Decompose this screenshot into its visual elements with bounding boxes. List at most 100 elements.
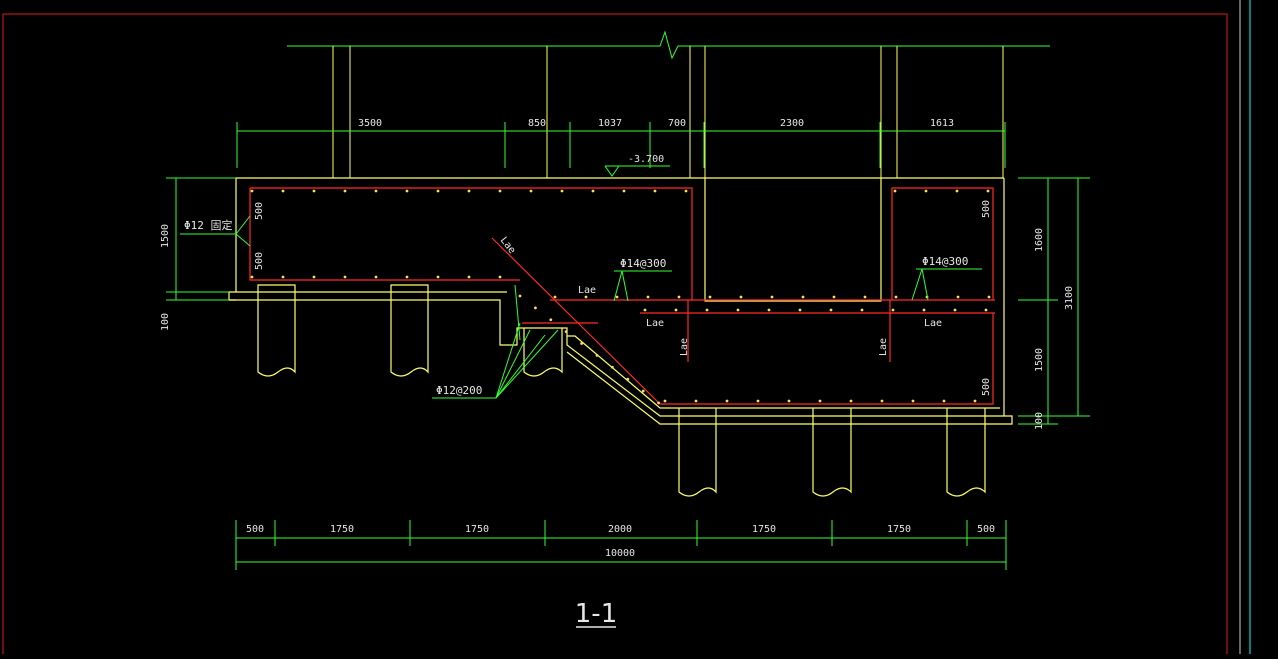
rebar-lines: [249, 187, 995, 405]
bottom-dimension-line: [235, 520, 1007, 570]
rebar-dots: [250, 189, 991, 405]
rebar-dot: [374, 189, 378, 193]
rebar-dot: [922, 308, 926, 312]
rebar-dot: [986, 189, 990, 193]
rebar-dot: [684, 189, 688, 193]
right-dim-2: 100: [1034, 412, 1045, 430]
rebar-dot: [894, 295, 898, 299]
right-dimension-line: [1018, 177, 1090, 425]
left-dimension-line: [166, 177, 236, 301]
rebar-dot: [343, 189, 347, 193]
rebar-dot: [955, 189, 959, 193]
rebar-dot: [924, 189, 928, 193]
label-tie-left: Φ14@300: [620, 257, 666, 270]
rebar-dot: [641, 389, 645, 393]
rebar-dot: [798, 308, 802, 312]
right-dim-0: 1600: [1034, 228, 1045, 252]
rebar-dot: [736, 308, 740, 312]
rebar-dot: [674, 308, 678, 312]
rebar-dot: [893, 189, 897, 193]
section-title: 1-1: [575, 599, 617, 629]
rebar-dot: [677, 295, 681, 299]
top-dim-4: 2300: [780, 118, 804, 129]
bottom-dim-6: 500: [977, 524, 995, 535]
rebar-dot: [863, 295, 867, 299]
rebar-dot: [708, 295, 712, 299]
lae-label-5: Lae: [679, 338, 690, 356]
top-break-line: [287, 30, 1050, 60]
rebar-dot: [281, 275, 285, 279]
top-dim-5: 1613: [930, 118, 954, 129]
spacing-500-a: 500: [254, 202, 265, 220]
top-dimension-line: [236, 122, 1006, 168]
rebar-dot: [657, 401, 660, 405]
rebar-dot: [312, 275, 316, 279]
rebar-dot: [942, 399, 946, 403]
rebar-dot: [987, 295, 991, 299]
rebar-dot: [250, 275, 254, 279]
rebar-dot: [498, 189, 502, 193]
rebar-dot: [584, 295, 588, 299]
rebar-dot: [529, 189, 533, 193]
leader-lines: [180, 215, 982, 399]
rebar-dot: [405, 189, 409, 193]
rebar-dot: [405, 275, 409, 279]
rebar-dot: [984, 308, 988, 312]
rebar-dot: [553, 295, 557, 299]
rebar-dot: [911, 399, 915, 403]
rebar-dot: [770, 295, 774, 299]
rebar-dot: [312, 189, 316, 193]
rebar-dot: [880, 399, 884, 403]
rebar-dot: [801, 295, 805, 299]
rebar-dot: [956, 295, 960, 299]
rebar-dot: [973, 399, 977, 403]
rebar-dot: [694, 399, 698, 403]
bottom-dim-2: 1750: [465, 524, 489, 535]
rebar-dot: [343, 275, 347, 279]
rebar-dot: [767, 308, 771, 312]
piles: [257, 284, 986, 497]
left-dim-0: 1500: [160, 224, 171, 248]
rebar-dot: [560, 189, 564, 193]
rebar-dot: [860, 308, 864, 312]
top-dim-0: 3500: [358, 118, 382, 129]
rebar-dot: [849, 399, 853, 403]
rebar-dot: [705, 308, 709, 312]
top-dim-1: 850: [528, 118, 546, 129]
rebar-dot: [534, 306, 537, 310]
rebar-dot: [611, 365, 614, 369]
spacing-500-b: 500: [254, 252, 265, 270]
bottom-dim-3: 2000: [608, 524, 632, 535]
bottom-dim-total: 10000: [605, 548, 635, 559]
rebar-dot: [832, 295, 836, 299]
bottom-dim-5: 1750: [887, 524, 911, 535]
elevation-marker: -3.700: [604, 154, 670, 177]
rebar-dot: [467, 275, 471, 279]
left-dim-1: 100: [160, 313, 171, 331]
rebar-dot: [626, 377, 630, 381]
right-dim-total: 3100: [1064, 286, 1075, 310]
drawing-border: [2, 13, 1228, 659]
rebar-dot: [653, 189, 657, 193]
label-stirrup: Φ12@200: [436, 384, 482, 397]
rebar-dot: [436, 189, 440, 193]
rebar-dot: [250, 189, 254, 193]
bottom-dim-0: 500: [246, 524, 264, 535]
rebar-dot: [591, 189, 595, 193]
lae-label-6: Lae: [878, 338, 889, 356]
rebar-dot: [467, 189, 471, 193]
spacing-500-d: 500: [981, 378, 992, 396]
rebar-dot: [436, 275, 440, 279]
rebar-dot: [549, 318, 553, 322]
rebar-dot: [891, 308, 895, 312]
rebar-dot: [646, 295, 650, 299]
rebar-dot: [622, 189, 626, 193]
lae-label-3: Lae: [924, 318, 942, 329]
elevation-text: -3.700: [628, 154, 664, 165]
rebar-dot: [725, 399, 729, 403]
right-dim-1: 1500: [1034, 348, 1045, 372]
rebar-dot: [953, 308, 957, 312]
rebar-dot: [829, 308, 833, 312]
